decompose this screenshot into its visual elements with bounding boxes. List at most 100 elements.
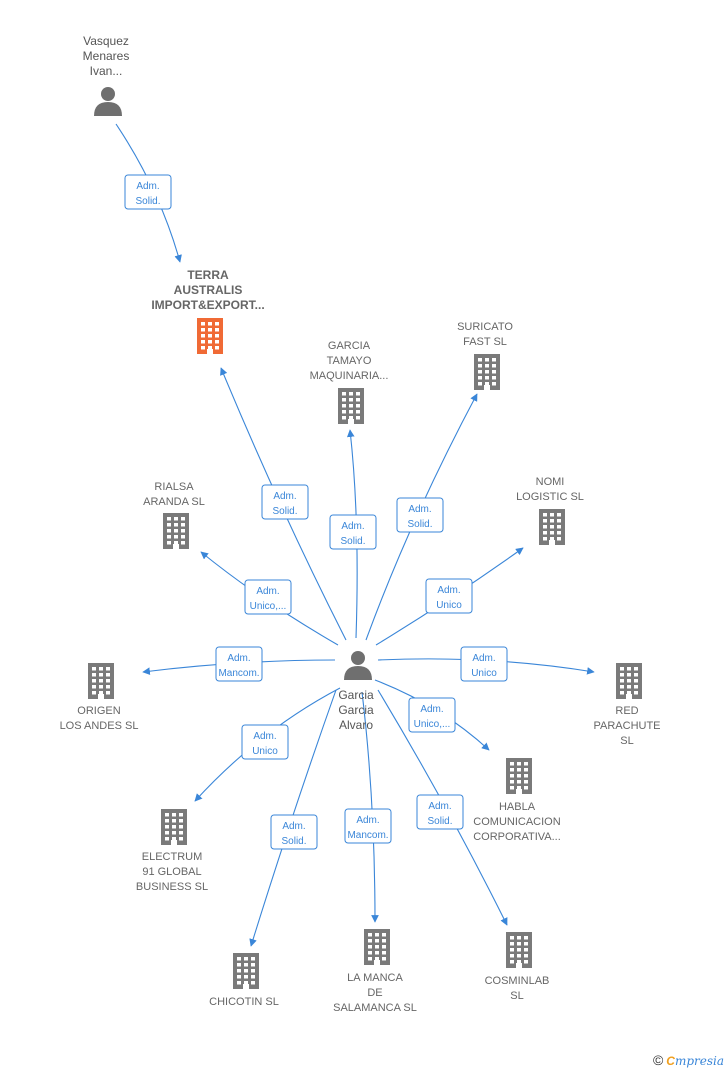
company-name: SL — [510, 990, 523, 1002]
edge-garcia_tamayo: Adm. Solid. — [329, 429, 377, 639]
relation-label[interactable]: Adm. Solid. — [261, 484, 309, 520]
relation-label[interactable]: Adm. Unico — [425, 578, 473, 614]
relation-label-text: Solid. — [340, 536, 365, 547]
building-icon — [338, 388, 364, 424]
relation-label[interactable]: Adm.Unico — [241, 724, 289, 760]
node-garcia-tamayo[interactable]: GARCIATAMAYOMAQUINARIA... — [310, 340, 389, 424]
brand-logo-initial: C — [666, 1054, 675, 1068]
company-name: 91 GLOBAL — [142, 866, 201, 878]
relation-label[interactable]: Adm. Solid. — [329, 514, 377, 550]
node-origen[interactable]: ORIGEN LOS ANDES SL — [60, 663, 139, 732]
company-name: IMPORT&EXPORT... — [151, 298, 264, 312]
edge-electrum: Adm.Unico — [194, 687, 341, 802]
relation-label[interactable]: Adm.Solid. — [416, 794, 464, 830]
building-icon — [233, 953, 259, 989]
relation-label-box — [124, 174, 172, 210]
person-name: Garcia — [338, 688, 374, 702]
node-chicotin[interactable]: CHICOTIN SL — [209, 953, 279, 1008]
company-name: BUSINESS SL — [136, 881, 208, 893]
relation-label-box — [344, 808, 392, 844]
person-name: Ivan... — [90, 64, 123, 78]
relation-label-box — [425, 578, 473, 614]
edge-terra_top: Adm.Solid. — [115, 123, 182, 263]
company-name: SALAMANCA SL — [333, 1002, 417, 1014]
node-terra[interactable]: TERRAAUSTRALISIMPORT&EXPORT... — [151, 268, 265, 354]
relation-label-text: Adm. — [437, 585, 460, 596]
company-name: ORIGEN — [77, 705, 120, 717]
building-icon — [161, 809, 187, 845]
company-name: COMUNICACION — [473, 816, 560, 828]
relation-label-text: Adm. — [136, 181, 159, 192]
relation-label[interactable]: Adm.Mancom. — [344, 808, 392, 844]
edge-chicotin: Adm.Solid. — [249, 689, 337, 947]
building-icon — [197, 318, 223, 354]
person-name: Garcia — [338, 703, 374, 717]
relation-label-box — [460, 646, 508, 682]
relation-label-text: Mancom. — [218, 668, 259, 679]
person-name: Menares — [83, 49, 130, 63]
edge-nomi: Adm. Unico — [375, 547, 524, 646]
node-habla[interactable]: HABLA COMUNICACION CORPORATIVA... — [473, 758, 561, 843]
relation-label-box — [241, 724, 289, 760]
company-name: DE — [367, 987, 382, 999]
company-name: FAST SL — [463, 336, 507, 348]
edge-red: Adm.Unico — [377, 646, 595, 682]
relation-label-text: Adm. — [408, 504, 431, 515]
company-name: COSMINLAB — [485, 975, 550, 987]
relation-label[interactable]: Adm.Solid. — [270, 814, 318, 850]
node-suricato[interactable]: SURICATO FAST SL — [457, 321, 513, 390]
company-name: HABLA — [499, 801, 536, 813]
relation-label-text: Unico — [436, 600, 462, 611]
footer-brand: ©Cmpresia — [653, 1052, 724, 1068]
company-name: ARANDA SL — [143, 496, 205, 508]
building-icon — [163, 513, 189, 549]
relation-label-text: Solid. — [427, 816, 452, 827]
person-name: Vasquez — [83, 34, 129, 48]
node-cosminlab[interactable]: COSMINLAB SL — [485, 932, 550, 1002]
relation-label-text: Adm. — [472, 653, 495, 664]
relation-label-text: Adm. — [256, 586, 279, 597]
relation-label-box — [244, 579, 292, 615]
relation-label[interactable]: Adm.Unico,... — [408, 697, 456, 733]
company-name: LOS ANDES SL — [60, 720, 139, 732]
company-name: ELECTRUM — [142, 851, 203, 863]
company-name: RED — [615, 705, 638, 717]
company-name: CORPORATIVA... — [473, 831, 561, 843]
company-name: LOGISTIC SL — [516, 491, 584, 503]
relation-label-text: Adm. — [273, 491, 296, 502]
relation-label[interactable]: Adm. Unico,... — [244, 579, 292, 615]
relation-label[interactable]: Adm.Unico — [460, 646, 508, 682]
company-name: TAMAYO — [327, 355, 372, 367]
relation-label[interactable]: Adm. Solid. — [396, 497, 444, 533]
node-vasquez-menares[interactable]: VasquezMenaresIvan... — [83, 34, 130, 116]
company-name: SURICATO — [457, 321, 513, 333]
relation-label-text: Adm. — [282, 821, 305, 832]
company-name: TERRA — [187, 268, 229, 282]
company-name: RIALSA — [154, 481, 194, 493]
relation-label-text: Unico,... — [250, 601, 287, 612]
company-name: AUSTRALIS — [174, 283, 243, 297]
relation-label-box — [215, 646, 263, 682]
relation-label-text: Adm. — [341, 521, 364, 532]
relation-label[interactable]: Adm.Mancom. — [215, 646, 263, 682]
person-icon — [94, 87, 122, 116]
node-nomi[interactable]: NOMI LOGISTIC SL — [516, 476, 584, 545]
building-icon — [474, 354, 500, 390]
company-name: NOMI — [536, 476, 565, 488]
building-icon — [539, 509, 565, 545]
copyright-symbol: © — [652, 1052, 664, 1068]
relation-label-text: Adm. — [356, 815, 379, 826]
building-icon — [88, 663, 114, 699]
relation-label[interactable]: Adm.Solid. — [124, 174, 172, 210]
relation-label-text: Solid. — [407, 519, 432, 530]
building-icon — [506, 758, 532, 794]
relation-label-text: Solid. — [272, 506, 297, 517]
node-rialsa[interactable]: RIALSA ARANDA SL — [143, 481, 205, 549]
relation-label-box — [270, 814, 318, 850]
relation-label-text: Unico,... — [414, 719, 451, 730]
node-electrum[interactable]: ELECTRUM 91 GLOBAL BUSINESS SL — [136, 809, 208, 893]
